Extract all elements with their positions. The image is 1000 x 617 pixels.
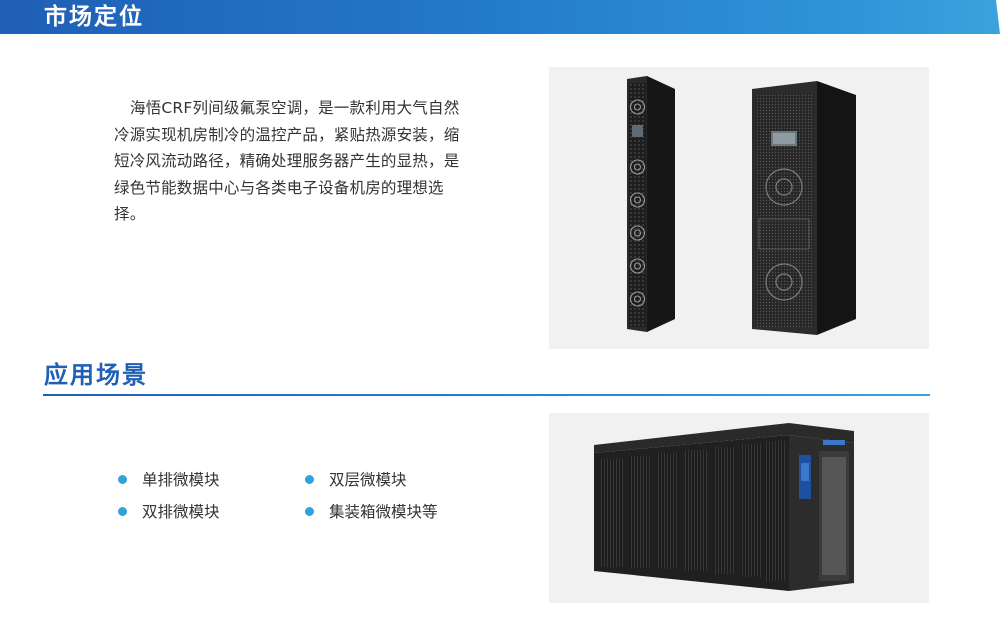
product-photo-micro-module: [549, 413, 929, 603]
list-item: 集装箱微模块等: [305, 500, 438, 524]
section-divider: [43, 394, 930, 396]
list-item: 双排微模块: [118, 500, 220, 524]
product-photo-cabinets: [549, 67, 929, 349]
bullet-dot-icon: [305, 475, 314, 484]
section-header-band: [0, 0, 1000, 34]
air-conditioner-units-illustration: [627, 76, 856, 335]
product-description: 海悟CRF列间级氟泵空调，是一款利用大气自然冷源实现机房制冷的温控产品，紧贴热源…: [114, 99, 460, 223]
list-item: 双层微模块: [305, 468, 407, 492]
bullet-dot-icon: [118, 475, 127, 484]
section-title-market-positioning: 市场定位: [44, 4, 144, 30]
bullet-dot-icon: [118, 507, 127, 516]
micro-module-room-illustration: [594, 423, 854, 591]
section-title-application-scenarios: 应用场景: [44, 361, 148, 389]
list-item: 单排微模块: [118, 468, 220, 492]
bullet-dot-icon: [305, 507, 314, 516]
